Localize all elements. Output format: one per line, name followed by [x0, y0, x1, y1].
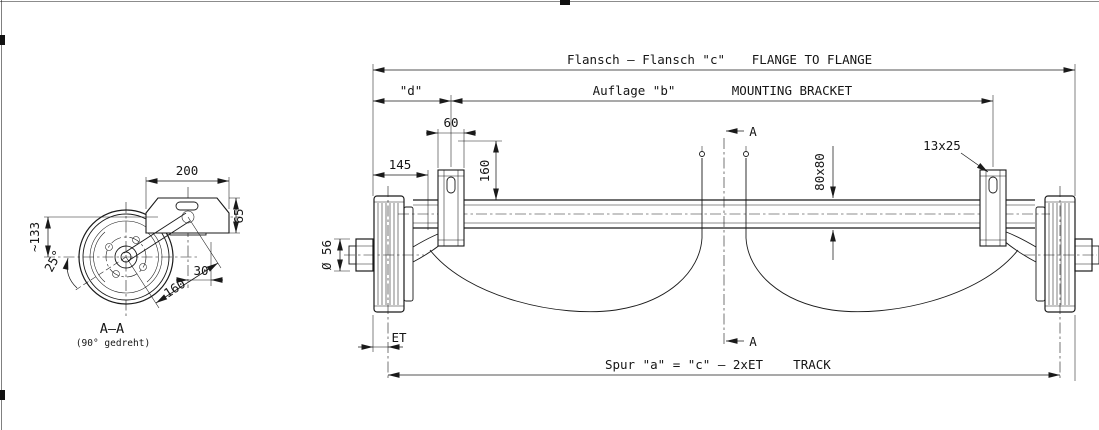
dim-diameter-56: Ø 56 — [319, 238, 350, 272]
torsion-arm — [73, 210, 195, 292]
dim-diameter-56-label: Ø 56 — [319, 240, 334, 270]
dim-80x80: 80x80 — [812, 146, 836, 260]
dim-13x25-label: 13x25 — [923, 138, 961, 153]
dim-13x25: 13x25 — [923, 138, 989, 173]
dim-mounting-bracket: Auflage "b" MOUNTING BRACKET — [451, 83, 993, 104]
section-a-top-label: A — [749, 124, 757, 139]
section-view: 200 65 ~133 25° — [27, 163, 246, 349]
dim-flange-to-flange: Flansch – Flansch "c" FLANGE TO FLANGE — [373, 52, 1075, 73]
drum-fins — [377, 203, 399, 305]
flange-to-flange-label-en: FLANGE TO FLANGE — [752, 52, 872, 67]
track-label-en: TRACK — [793, 357, 831, 372]
wheel-stud — [132, 236, 140, 244]
dim-200-label: 200 — [176, 163, 199, 178]
frame-tick-top — [560, 0, 570, 5]
dim-200: 200 — [145, 163, 230, 209]
flange-to-flange-label-de: Flansch – Flansch "c" — [567, 52, 725, 67]
brake-backplate — [1035, 206, 1046, 302]
drum-fins — [1048, 203, 1070, 305]
dim-145: 145 — [373, 157, 429, 230]
d-label: "d" — [400, 83, 423, 98]
frame-tick-left-top — [0, 35, 5, 45]
dim-80x80-label: 80x80 — [812, 153, 827, 191]
frame-tick-left-bottom — [0, 390, 5, 400]
hub-cap — [348, 245, 357, 265]
dim-160-main: 160 — [458, 140, 502, 200]
section-view-subtitle: (90° gedreht) — [76, 338, 150, 349]
mounting-bracket-label-de: Auflage "b" — [593, 83, 676, 98]
dim-et: ET — [358, 330, 407, 350]
main-view: Flansch – Flansch "c" FLANGE TO FLANGE "… — [319, 52, 1099, 381]
dim-25deg-label: 25° — [41, 247, 65, 274]
right-mounting-bracket — [979, 169, 1007, 247]
bolt-circle — [105, 236, 147, 278]
slot-hole — [988, 176, 998, 194]
dim-65-label: 65 — [231, 208, 246, 223]
dim-133: ~133 — [27, 216, 158, 257]
section-view-title: A–A — [100, 321, 124, 337]
wheel-stud — [139, 263, 147, 271]
mounting-bracket-label-en: MOUNTING BRACKET — [732, 83, 853, 98]
brake-backplate — [403, 206, 414, 302]
dim-d: "d" — [373, 83, 451, 104]
bracket-section — [145, 197, 230, 234]
dim-160-label: 160 — [477, 160, 492, 183]
section-a-bottom-label: A — [749, 334, 757, 349]
dim-et-label: ET — [391, 330, 407, 345]
section-marker-bottom: A — [726, 334, 757, 349]
dim-145-label: 145 — [389, 157, 412, 172]
dim-25deg: 25° — [41, 247, 78, 289]
section-marker-top: A — [726, 124, 757, 139]
dimensions-main: Flansch – Flansch "c" FLANGE TO FLANGE "… — [319, 52, 1076, 381]
left-mounting-bracket — [437, 169, 465, 247]
dim-60-label: 60 — [443, 115, 458, 130]
brake-shoes — [93, 231, 159, 283]
wheel-stud — [112, 270, 120, 278]
dim-track: Spur "a" = "c" – 2xET TRACK — [388, 357, 1060, 378]
slot-hole — [175, 201, 199, 211]
hub-cap — [1091, 245, 1099, 265]
brake-cables — [429, 146, 1019, 313]
right-brake-drum — [992, 195, 1099, 313]
axle-tube — [413, 199, 1035, 229]
dim-60: 60 — [426, 115, 476, 168]
wheel-stud — [105, 243, 113, 251]
drum-section — [44, 202, 198, 318]
track-label-de: Spur "a" = "c" – 2xET — [605, 357, 764, 372]
dim-65: 65 — [229, 197, 246, 234]
dim-133-label: ~133 — [27, 222, 42, 252]
slot-hole — [446, 176, 456, 194]
cable-end-left — [699, 151, 705, 157]
cable-end-right — [743, 151, 749, 157]
